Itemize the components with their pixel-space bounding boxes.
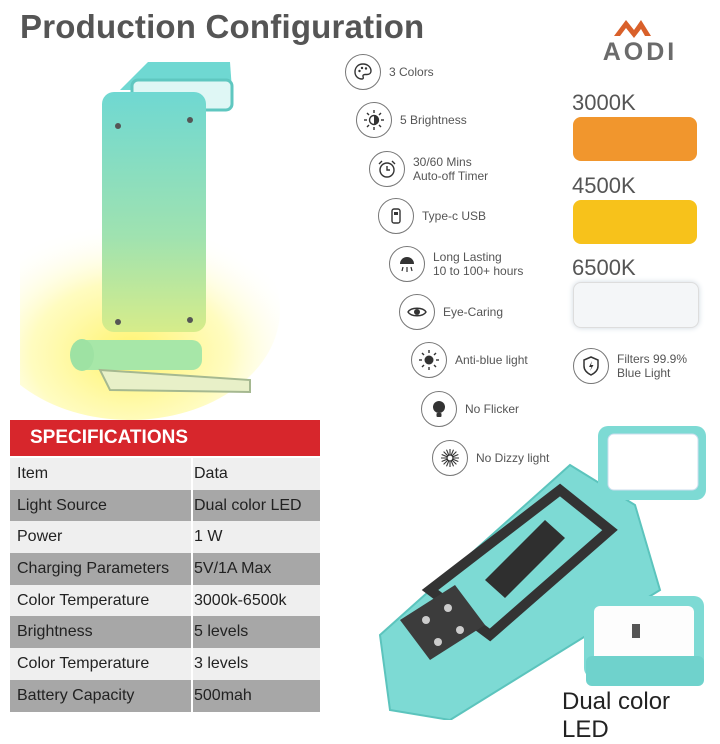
feature-text: Anti-blue light: [455, 353, 528, 367]
color-temperature-label: 3000K: [572, 90, 636, 115]
brand-logo: [614, 20, 651, 38]
spec-value: 500mah: [194, 686, 252, 704]
spec-value: 5 levels: [194, 623, 249, 641]
feature-text: 3 Colors: [389, 65, 434, 79]
feature-item: Eye-Caring: [399, 294, 503, 330]
table-row: Battery Capacity 500mah: [10, 679, 320, 712]
feature-text: No Flicker: [465, 402, 520, 416]
specifications-header: SPECIFICATIONS: [10, 420, 320, 456]
feature-item: Type-c USB: [378, 198, 486, 234]
spec-value: 5V/1A Max: [194, 559, 272, 577]
column-header-item: Item: [17, 464, 49, 482]
bulb-icon: [421, 391, 457, 427]
spec-value: 3 levels: [194, 654, 249, 672]
spec-value: 3000k-6500k: [194, 591, 287, 609]
feature-item: No Dizzy light: [432, 440, 549, 476]
feature-item: Long Lasting 10 to 100+ hours: [389, 246, 523, 282]
eye-icon: [399, 294, 435, 330]
spec-item: Brightness: [17, 623, 93, 641]
spec-item: Color Temperature: [17, 591, 150, 609]
lamp-product-image: [20, 62, 280, 420]
alarm-clock-icon: [369, 151, 405, 187]
feature-item: 30/60 Mins Auto-off Timer: [369, 151, 488, 187]
feature-text: 5 Brightness: [400, 113, 467, 127]
feature-item: No Flicker: [421, 391, 519, 427]
feature-item: 5 Brightness: [356, 102, 467, 138]
spec-item: Battery Capacity: [17, 686, 135, 704]
color-temperature-swatch: [573, 282, 699, 328]
dual-color-led-label: Dual color LED: [562, 688, 671, 743]
table-row: Light Source Dual color LED: [10, 489, 320, 522]
palette-icon: [345, 54, 381, 90]
feature-filter-blue-light: Filters 99.9% Blue Light: [573, 348, 687, 384]
specifications-table: Item Data Light Source Dual color LED Powe…: [10, 458, 320, 712]
starburst-icon: [432, 440, 468, 476]
feature-text: 30/60 Mins Auto-off Timer: [413, 155, 489, 183]
color-temperature-swatch: [573, 117, 697, 161]
usb-icon: [378, 198, 414, 234]
spec-value: Dual color LED: [194, 496, 302, 514]
table-row: Power 1 W: [10, 521, 320, 554]
feature-text: Type-c USB: [422, 209, 487, 223]
table-row: Color Temperature 3 levels: [10, 648, 320, 680]
lamp-icon: [389, 246, 425, 282]
spec-value: 1 W: [194, 528, 223, 546]
feature-item: Anti-blue light: [411, 342, 528, 378]
feature-text: Long Lasting 10 to 100+ hours: [433, 250, 524, 278]
brand-name: AODI: [602, 38, 678, 66]
spec-item: Light Source: [17, 496, 107, 514]
spec-item: Charging Parameters: [17, 559, 170, 577]
feature-text: No Dizzy light: [476, 451, 550, 465]
feature-text: Eye-Caring: [443, 305, 504, 319]
sun-icon: [411, 342, 447, 378]
brightness-icon: [356, 102, 392, 138]
color-temperature-label: 4500K: [572, 173, 636, 198]
table-header-row: Item Data: [10, 458, 320, 490]
table-row: Color Temperature 3000k-6500k: [10, 584, 320, 617]
page-title: Production Configuration: [20, 8, 425, 45]
specifications-title: SPECIFICATIONS: [30, 427, 188, 448]
color-temperature-label: 6500K: [572, 255, 636, 280]
spec-item: Color Temperature: [17, 654, 150, 672]
lamp-folded-image: [378, 426, 706, 720]
table-row: Brightness 5 levels: [10, 616, 320, 649]
column-header-data: Data: [194, 464, 228, 482]
feature-item: 3 Colors: [345, 54, 434, 90]
feature-filter-text: Filters 99.9% Blue Light: [617, 352, 688, 380]
table-row: Charging Parameters 5V/1A Max: [10, 553, 320, 585]
color-temperature-swatch: [573, 200, 697, 244]
spec-item: Power: [17, 528, 63, 546]
shield-icon: [573, 348, 609, 384]
